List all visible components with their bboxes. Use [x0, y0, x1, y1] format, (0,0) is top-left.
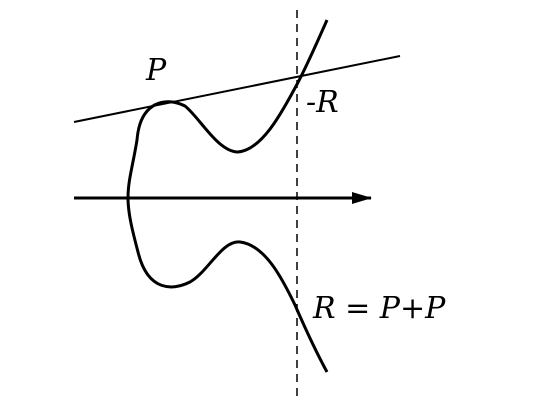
point-r-equation-label: R = P+P: [312, 291, 446, 326]
tangent-line: [73, 55, 401, 123]
point-p-label: P: [145, 53, 167, 88]
point-neg-r-label: -R: [306, 85, 339, 120]
elliptic-curve: [126, 19, 329, 373]
